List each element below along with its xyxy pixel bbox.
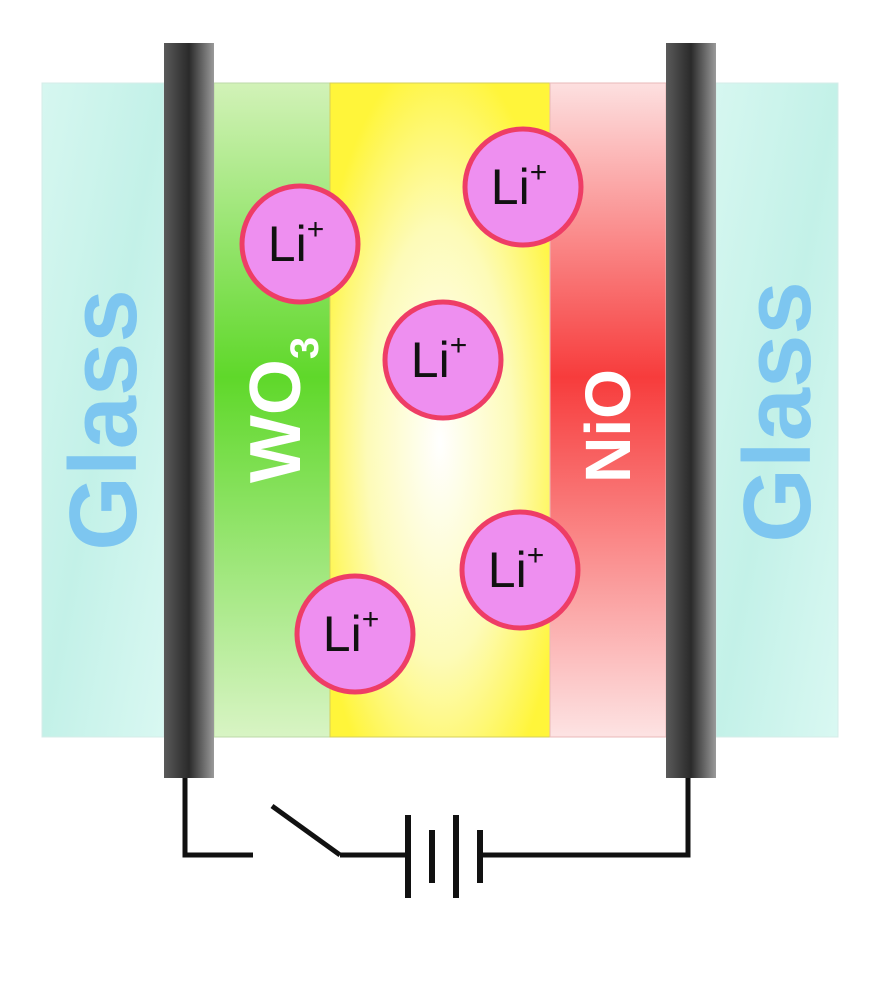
wire-right: [480, 778, 691, 858]
ion-symbol: Li: [411, 332, 450, 388]
ion-symbol: Li: [488, 542, 527, 598]
ion-symbol: Li: [268, 216, 307, 272]
switch-icon: [270, 803, 342, 858]
svg-text:Li+: Li+: [323, 603, 379, 662]
ion-charge: +: [527, 539, 545, 572]
external-circuit: [182, 778, 691, 898]
battery-icon: [405, 815, 483, 898]
electrode-right: [666, 43, 716, 778]
ion-symbol: Li: [491, 159, 530, 215]
glass-right: [715, 82, 839, 738]
wire-left: [182, 778, 253, 858]
li-ion: Li+: [239, 183, 361, 305]
svg-text:Li+: Li+: [488, 539, 544, 598]
ion-charge: +: [362, 603, 380, 636]
glass-right-label: Glass: [724, 281, 831, 543]
svg-text:Li+: Li+: [411, 329, 467, 388]
li-ion: Li+: [459, 509, 581, 631]
ion-symbol: Li: [323, 606, 362, 662]
wo3-subscript: 3: [283, 337, 327, 359]
wo3-label: WO3: [236, 337, 327, 483]
svg-text:Li+: Li+: [268, 213, 324, 272]
ion-charge: +: [450, 329, 468, 362]
ion-charge: +: [530, 156, 548, 189]
li-ion: Li+: [382, 299, 504, 421]
li-ion: Li+: [462, 126, 584, 248]
ion-charge: +: [307, 213, 325, 246]
wo3-label-text: WO: [236, 359, 316, 483]
svg-text:Li+: Li+: [491, 156, 547, 215]
glass-left-label: Glass: [50, 289, 157, 551]
nio-label: NiO: [572, 369, 644, 483]
svg-text:WO3: WO3: [236, 337, 327, 483]
glass-left: [41, 82, 165, 738]
li-ion: Li+: [294, 573, 416, 695]
electrode-left: [164, 43, 214, 778]
